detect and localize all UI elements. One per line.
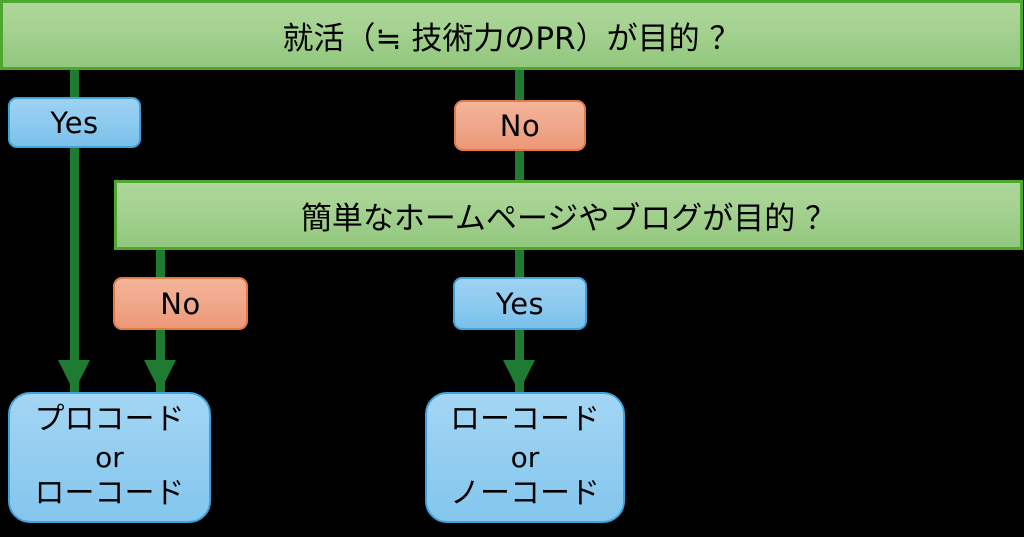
result-right-line3: ノーコード xyxy=(450,476,600,512)
result-left-line3: ローコード xyxy=(34,476,185,512)
result-right-line1: ローコード xyxy=(450,402,600,438)
result-left-line1: プロコード xyxy=(34,402,185,438)
edge-label-decision2-no-text: No xyxy=(160,286,201,321)
edge-label-decision2-yes[interactable]: Yes xyxy=(453,277,587,330)
edge-decision2-no-arrowhead xyxy=(144,360,176,392)
decision-node-simple-website[interactable]: 簡単なホームページやブログが目的 ？ xyxy=(114,180,1023,250)
decision1-label: 就活（≒ 技術力のPR）が目的 ？ xyxy=(282,20,741,57)
result-right-line2: or xyxy=(510,440,540,474)
edge-label-decision1-no-text: No xyxy=(499,108,541,143)
result-left-line2: or xyxy=(95,440,124,474)
edge-label-decision1-yes[interactable]: Yes xyxy=(8,97,141,148)
edge-decision1-yes-line xyxy=(70,68,79,392)
edge-label-decision1-no[interactable]: No xyxy=(454,100,586,151)
result-node-low-or-no-code[interactable]: ローコード or ノーコード xyxy=(425,392,625,523)
edge-label-decision2-no[interactable]: No xyxy=(113,277,248,330)
decision-node-job-hunting[interactable]: 就活（≒ 技術力のPR）が目的 ？ xyxy=(0,0,1023,70)
edge-label-decision1-yes-text: Yes xyxy=(50,105,99,140)
edge-decision2-yes-arrowhead xyxy=(503,360,535,392)
result-node-pro-or-low-code[interactable]: プロコード or ローコード xyxy=(8,392,211,523)
decision2-label: 簡単なホームページやブログが目的 ？ xyxy=(300,200,837,237)
edge-decision1-yes-arrowhead xyxy=(58,360,90,392)
edge-label-decision2-yes-text: Yes xyxy=(495,286,545,321)
